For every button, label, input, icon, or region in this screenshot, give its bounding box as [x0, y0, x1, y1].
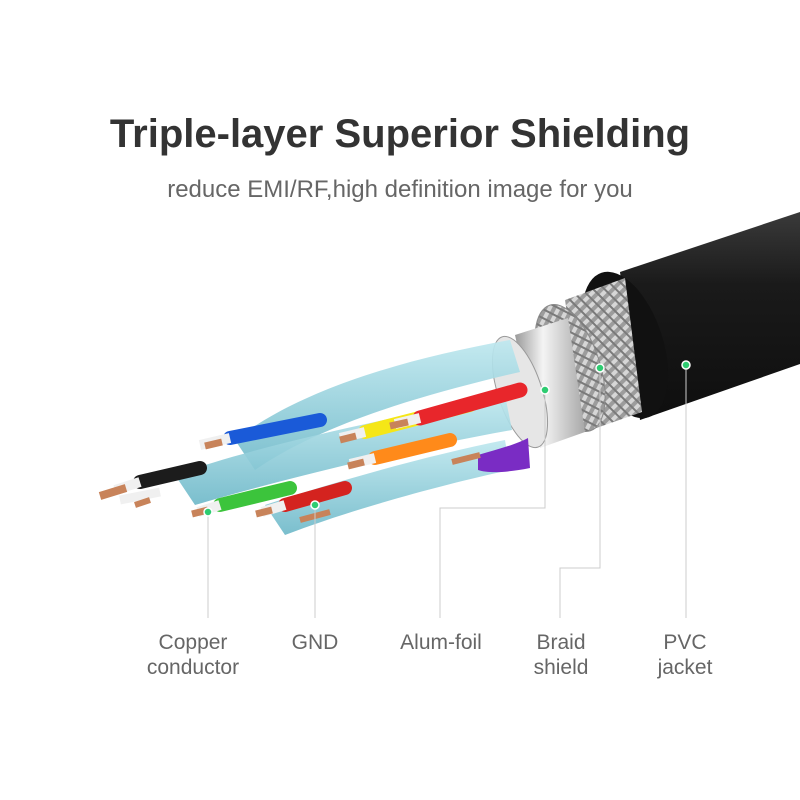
label-braid-shield: Braid shield: [496, 630, 626, 680]
alum-foil-body: [515, 318, 585, 448]
wire-blue: [198, 413, 327, 450]
page-title: Triple-layer Superior Shielding: [109, 112, 691, 156]
shield-tape-upper: [235, 340, 520, 470]
label-foil-line1: Alum-foil: [400, 631, 482, 654]
label-braid-line2: shield: [533, 656, 589, 679]
wire-red-lower: [255, 481, 352, 518]
marker-gnd: [310, 500, 320, 510]
alum-foil: [491, 318, 585, 449]
page-subtitle: reduce EMI/RF,high definition image for …: [167, 176, 633, 203]
label-copper-line2: conductor: [146, 656, 240, 679]
callout-leaders: [207, 365, 687, 618]
label-pvc-line1: PVC: [663, 631, 707, 654]
wire-purple: [478, 438, 530, 473]
conductor-wires: [98, 382, 530, 523]
label-pvc-line2: jacket: [657, 656, 713, 679]
label-gnd: GND: [250, 630, 380, 655]
label-pvc-jacket: PVC jacket: [620, 630, 750, 680]
label-copper-line1: Copper: [158, 631, 228, 654]
wire-red-upper: [389, 382, 528, 430]
marker-foil: [540, 385, 550, 395]
leader-foil: [439, 390, 546, 618]
label-gnd-line1: GND: [291, 631, 339, 654]
label-copper-conductor: Copper conductor: [128, 630, 258, 680]
marker-braid: [595, 363, 605, 373]
label-braid-line1: Braid: [536, 631, 586, 654]
label-alum-foil: Alum-foil: [376, 630, 506, 655]
marker-copper: [203, 507, 213, 517]
marker-pvc: [681, 360, 691, 370]
wire-orange: [347, 433, 457, 470]
callout-markers: [203, 360, 691, 517]
leader-braid: [559, 368, 601, 618]
wire-black: [98, 461, 207, 500]
